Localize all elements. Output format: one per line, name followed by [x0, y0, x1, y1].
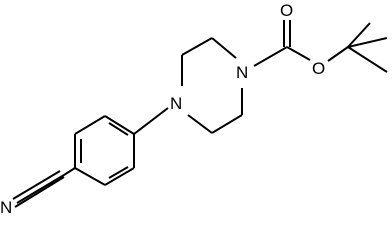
carbamate-group	[253, 20, 349, 67]
ring-bond	[211, 114, 243, 134]
ring-bond	[211, 37, 237, 59]
ring-bond	[74, 167, 106, 186]
methyl-bond	[347, 46, 388, 73]
aromatic-inner-bond	[108, 166, 129, 179]
ring-bond	[104, 115, 135, 135]
ester-o-to-tbutyl-bond	[327, 46, 349, 62]
carbonyl-oxygen-label: O	[280, 1, 293, 20]
nitrile-to-ring-bond	[63, 167, 76, 176]
chemical-structure: N N N O O	[0, 1, 388, 217]
ring-bond	[187, 114, 213, 134]
methyl-bond	[347, 22, 371, 48]
triple-bond-center	[16, 174, 65, 204]
aromatic-inner-bond	[108, 122, 129, 136]
carbonyl-to-ester-o-bond	[286, 46, 311, 61]
benzene-ring	[74, 115, 135, 186]
methyl-bond	[347, 37, 388, 48]
piperazine-n4-label: N	[236, 63, 248, 82]
ester-oxygen-label: O	[312, 59, 325, 78]
triple-bond-outer-a	[14, 176, 65, 208]
n-to-carbonyl-bond	[253, 46, 288, 67]
tert-butyl-group	[347, 22, 388, 73]
piperazine-n1-label: N	[170, 94, 182, 113]
ring-bond	[104, 167, 135, 186]
ring-bond	[181, 37, 213, 56]
nitrile-group	[12, 167, 76, 208]
aryl-to-piperazine-bond	[133, 107, 169, 135]
piperazine-ring	[181, 37, 243, 134]
triple-bond-outer-b	[12, 170, 61, 200]
ring-bond	[74, 115, 106, 135]
nitrile-nitrogen-label: N	[0, 198, 12, 217]
